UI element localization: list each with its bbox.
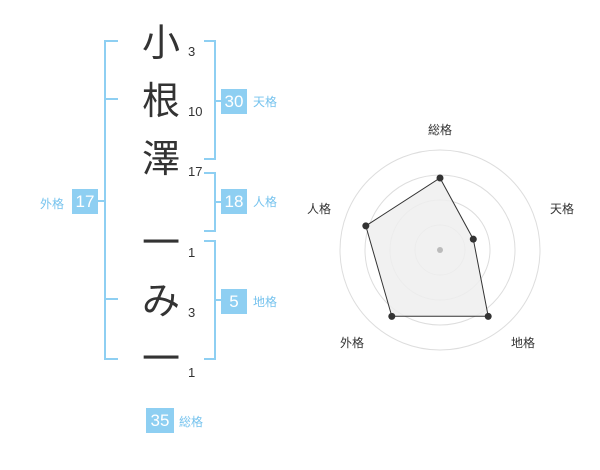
radar-axis-label-tenkaku: 天格 [550, 202, 575, 216]
radar-point-5 [362, 222, 370, 230]
radar-point-1 [436, 174, 444, 182]
gaikaku-bracket-tick [104, 98, 118, 100]
gaikaku-bracket-tick [104, 298, 118, 300]
radar-axis-label-chikaku: 地格 [511, 336, 536, 350]
radar-ring [339, 149, 541, 351]
jinkaku-label: 人格 [253, 195, 278, 209]
gaikaku-value: 17 [72, 189, 98, 214]
radar-point-3 [484, 312, 492, 320]
radar-series-polygon [365, 177, 489, 317]
radar-point-4 [388, 312, 396, 320]
stroke-count-2: 10 [188, 104, 203, 119]
chikaku-bracket-connector [214, 299, 222, 301]
gaikaku-bracket-connector [98, 200, 106, 202]
chikaku-label: 地格 [253, 295, 278, 309]
name-char-6: 一 [141, 337, 180, 381]
name-char-4: 一 [141, 221, 180, 265]
soukaku-value: 35 [146, 408, 174, 433]
tenkaku-value: 30 [221, 89, 247, 114]
gaikaku-label: 外格 [40, 197, 65, 211]
name-char-2: 根 [141, 79, 180, 123]
chikaku-value: 5 [221, 289, 247, 314]
name-char-3: 澤 [141, 137, 180, 181]
stroke-count-1: 3 [188, 44, 196, 59]
jinkaku-value: 18 [221, 189, 247, 214]
name-char-5: み [141, 279, 180, 323]
name-char-1: 小 [141, 21, 180, 65]
jinkaku-bracket-connector [214, 201, 222, 203]
radar-axis-label-gaikaku: 外格 [340, 336, 365, 350]
tenkaku-label: 天格 [253, 95, 278, 109]
tenkaku-bracket-connector [214, 100, 222, 102]
radar-axis-label-soukaku: 総格 [428, 123, 453, 137]
stroke-count-4: 1 [188, 245, 196, 260]
radar-center-dot [437, 247, 443, 253]
radar-point-2 [469, 235, 477, 243]
radar-axis-label-jinkaku: 人格 [307, 202, 332, 216]
stroke-count-3: 17 [188, 164, 203, 179]
stroke-count-6: 1 [188, 365, 196, 380]
stroke-count-5: 3 [188, 305, 196, 320]
soukaku-label: 総格 [179, 415, 204, 429]
